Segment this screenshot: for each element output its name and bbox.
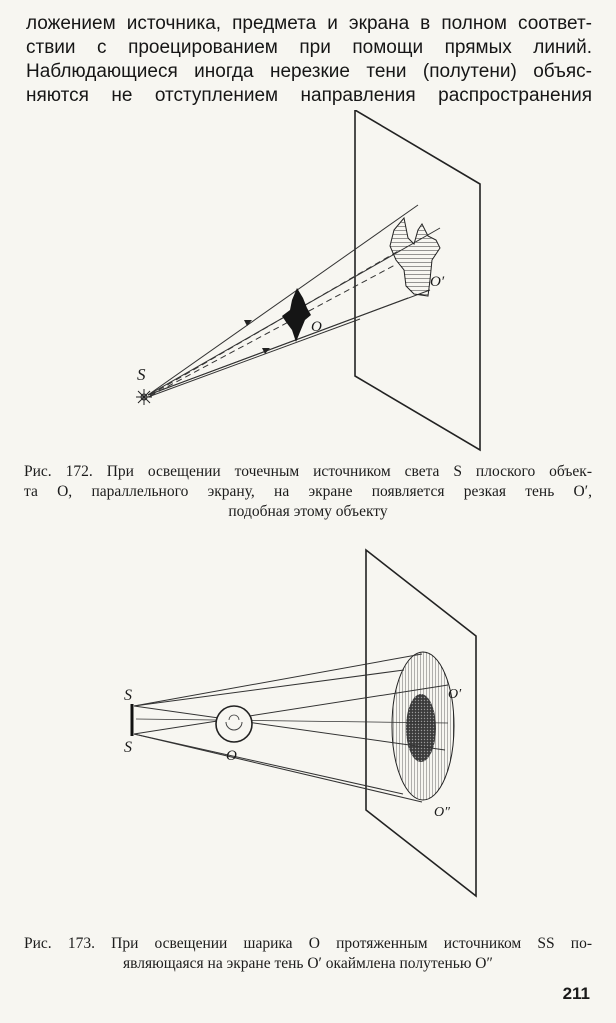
caption-line: та O, параллельного экрану, на экране по… <box>24 483 592 500</box>
screen <box>365 548 477 898</box>
ball-o <box>215 705 253 743</box>
caption-line: являющаяся на экране тень O′ окаймлена п… <box>123 955 493 972</box>
ray-arrows <box>244 320 270 354</box>
figure-172: S O O′ <box>0 110 616 460</box>
label-o: O <box>226 748 237 764</box>
label-s-top: S <box>124 687 132 704</box>
shadow-o-prime <box>389 216 441 297</box>
figure-172-diagram: S O O′ <box>136 110 481 452</box>
label-o: O <box>311 319 322 335</box>
page-number: 211 <box>562 984 590 1003</box>
caption-line: Рис. 172. При освещении точечным источни… <box>24 463 592 480</box>
light-rays <box>133 653 449 803</box>
label-s: S <box>137 365 146 384</box>
figure-173: S S O O′ O″ <box>0 540 616 930</box>
label-s-bottom: S <box>124 739 132 756</box>
light-source <box>136 389 152 405</box>
caption-172: Рис. 172. При освещении точечным источни… <box>24 462 592 522</box>
body-text: ложением источника, предмета и экрана в … <box>26 12 592 108</box>
caption-173: Рис. 173. При освещении шарика O протяже… <box>24 934 592 974</box>
label-o-double-prime: O″ <box>434 805 450 820</box>
label-o-prime: O′ <box>448 687 462 702</box>
screen <box>354 110 481 452</box>
caption-line: Рис. 173. При освещении шарика O протяже… <box>24 935 592 952</box>
body-line: ложением источника, предмета и экрана в … <box>26 13 592 34</box>
object-o <box>282 288 311 342</box>
body-line: няются не отступлением направления распр… <box>26 85 592 106</box>
umbra <box>406 694 436 762</box>
label-o-prime: O′ <box>430 274 445 290</box>
body-line: ствии с проецированием при помощи прямых… <box>26 37 592 58</box>
caption-line: подобная этому объекту <box>228 503 388 520</box>
figure-173-diagram: S S O O′ O″ <box>124 548 477 898</box>
body-line: Наблюдающиеся иногда нерезкие тени (полу… <box>26 61 592 82</box>
